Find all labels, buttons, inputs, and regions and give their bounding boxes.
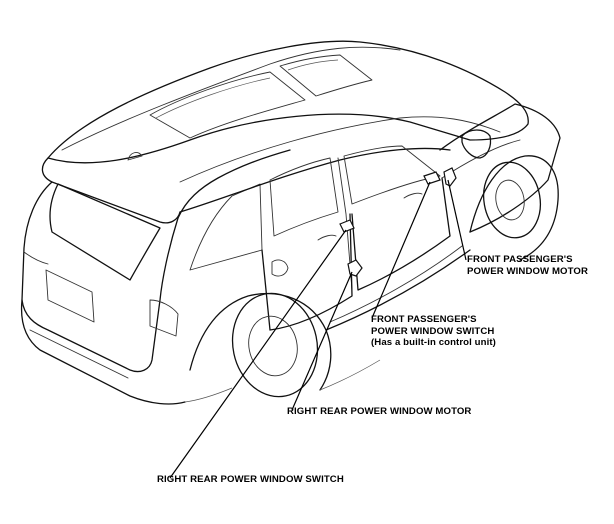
front-passenger-window-switch-part xyxy=(423,171,441,185)
right-rear-window-switch-part xyxy=(339,219,355,233)
label-line: POWER WINDOW MOTOR xyxy=(467,265,589,277)
right-rear-window-motor-part xyxy=(347,259,363,277)
label-line: FRONT PASSENGER'S xyxy=(371,314,477,325)
label-right-rear-window-switch: RIGHT REAR POWER WINDOW SWITCH xyxy=(157,474,344,485)
label-line: (Has a built-in control unit) xyxy=(371,337,496,348)
label-right-rear-window-motor: RIGHT REAR POWER WINDOW MOTOR xyxy=(287,406,472,417)
leader-right-rear-motor xyxy=(291,271,353,411)
label-line: FRONT PASSENGER'S xyxy=(467,254,573,265)
label-front-passenger-window-motor: FRONT PASSENGER'S POWER WINDOW MOTOR xyxy=(467,254,588,277)
leader-right-rear-switch xyxy=(169,229,347,479)
leader-front-passenger-switch xyxy=(371,181,431,319)
leader-front-passenger-motor xyxy=(447,179,467,261)
front-passenger-window-motor-part xyxy=(443,167,457,187)
label-line: POWER WINDOW SWITCH xyxy=(371,325,495,337)
label-front-passenger-window-switch: FRONT PASSENGER'S POWER WINDOW SWITCH (H… xyxy=(371,314,496,349)
